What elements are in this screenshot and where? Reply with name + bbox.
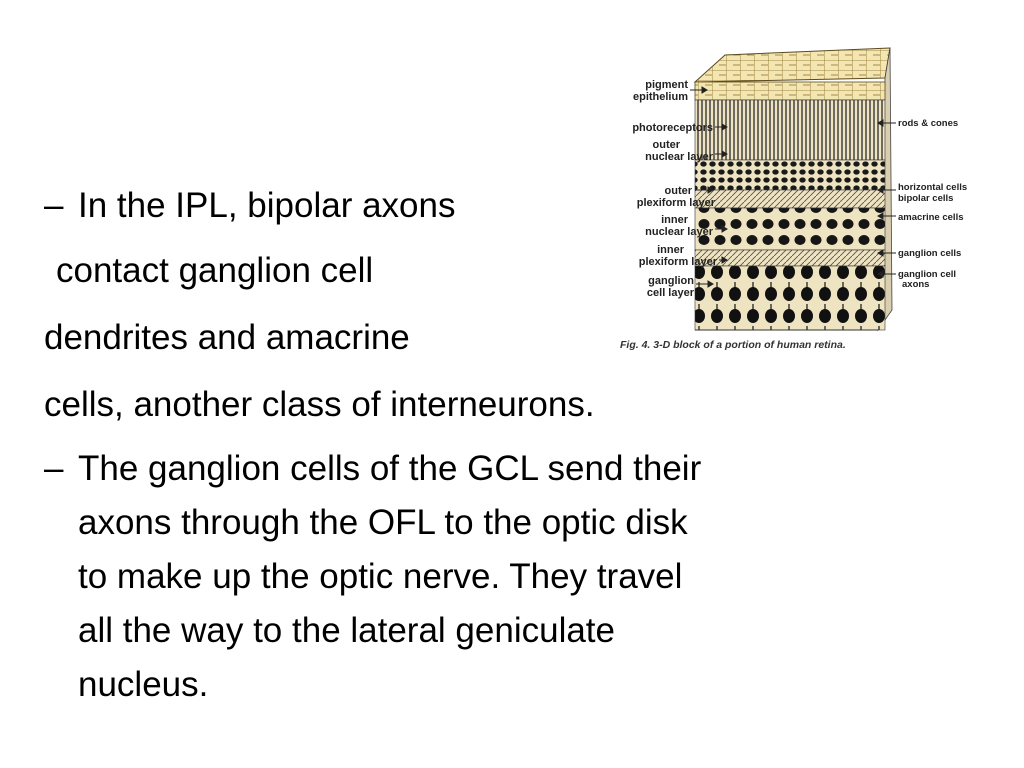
label-ganglion-cells: ganglion cells — [898, 248, 961, 259]
label-horizontal-cells: horizontal cells — [898, 182, 967, 193]
label-pigment: pigment — [645, 79, 688, 91]
label-outer: outer — [665, 185, 693, 197]
label-epithelium: epithelium — [633, 91, 688, 103]
label-plexiform-layer: plexiform layer — [637, 197, 716, 209]
label-nuclear-layer: nuclear layer — [645, 226, 714, 238]
figure-right-labels: rods & cones horizontal cells bipolar ce… — [898, 118, 967, 290]
label-axons: axons — [902, 279, 929, 290]
bullet-2-line-4: all the way to the lateral geniculate — [78, 611, 615, 650]
bullet-1-line-4: cells, another class of interneurons. — [44, 385, 595, 424]
label-cell-layer: cell layer — [647, 287, 695, 299]
label-photoreceptors: photoreceptors — [632, 122, 713, 134]
label-rods-cones: rods & cones — [898, 118, 958, 129]
bullet-1-line-2: contact ganglion cell — [56, 251, 374, 290]
label-nuclear-layer: nuclear layer — [645, 151, 714, 163]
bullet-1-line-1: In the IPL, bipolar axons — [78, 186, 456, 225]
left-arrows — [690, 86, 728, 288]
right-arrows — [877, 119, 896, 278]
label-inner: inner — [657, 244, 685, 256]
label-bipolar-cells: bipolar cells — [898, 193, 953, 204]
figure-caption: Fig. 4. 3-D block of a portion of human … — [620, 339, 846, 351]
bullet-2-line-3: to make up the optic nerve. They travel — [78, 557, 683, 596]
bullet-2-line-1: The ganglion cells of the GCL send their — [78, 449, 702, 488]
label-inner: inner — [661, 214, 689, 226]
label-amacrine-cells: amacrine cells — [898, 212, 964, 223]
figure-left-labels: pigment epithelium photoreceptors outer … — [632, 79, 717, 299]
label-outer: outer — [653, 139, 681, 151]
retina-figure: pigment epithelium photoreceptors outer … — [620, 47, 967, 351]
bullet-dash: – — [44, 186, 64, 225]
label-ganglion: ganglion — [648, 275, 694, 287]
bullet-2-line-2: axons through the OFL to the optic disk — [78, 503, 688, 542]
label-ganglion-cell: ganglion cell — [898, 269, 956, 280]
label-plexiform-layer: plexiform layer — [639, 256, 718, 268]
bullet-2-line-5: nucleus. — [78, 665, 209, 704]
bullet-1-line-3: dendrites and amacrine — [44, 318, 410, 357]
bullet-dash: – — [44, 449, 64, 488]
